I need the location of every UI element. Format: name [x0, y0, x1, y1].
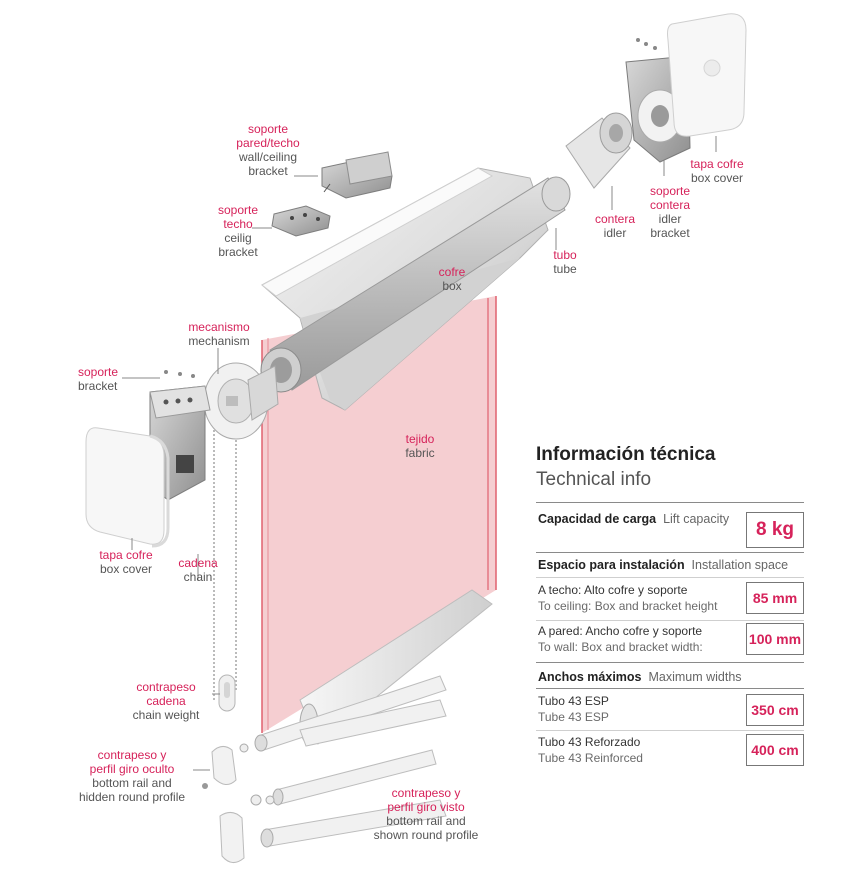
- label-chain-weight: contrapeso cadena chain weight: [132, 680, 200, 722]
- divider: [536, 552, 804, 553]
- divider: [536, 502, 804, 503]
- widths-label: Anchos máximos Maximum widths: [538, 670, 742, 684]
- leader-lines: [122, 136, 717, 771]
- ceiling-value: 85 mm: [746, 582, 804, 614]
- label-hidden-profile: contrapeso y perfil giro oculto bottom r…: [78, 748, 186, 804]
- mechanism: [203, 362, 279, 440]
- divider: [536, 730, 804, 731]
- capacity-label: Capacidad de carga Lift capacity: [538, 512, 730, 526]
- label-box: cofre box: [438, 265, 466, 293]
- label-idler: contera idler: [594, 212, 636, 240]
- ceiling-bracket: [271, 205, 331, 237]
- label-left-box-cover: tapa cofre box cover: [99, 548, 153, 576]
- wall-es: A pared: Ancho cofre y soporte: [538, 624, 703, 638]
- divider: [536, 577, 804, 578]
- chain: [213, 430, 237, 700]
- wall-ceiling-bracket: [321, 151, 393, 199]
- divider: [536, 688, 804, 689]
- divider: [536, 620, 804, 621]
- divider: [536, 662, 804, 663]
- tech-title-es: Información técnica: [536, 444, 716, 465]
- label-tube: tubo tube: [553, 248, 577, 276]
- tube1-value: 350 cm: [746, 694, 804, 726]
- left-box-cover: [85, 427, 170, 548]
- label-right-box-cover: tapa cofre box cover: [690, 157, 744, 185]
- tube2-en: Tube 43 Reinforced: [538, 751, 643, 765]
- label-wall-ceiling-bracket: soporte pared/techo wall/ceiling bracket: [236, 122, 300, 178]
- tube2-es: Tubo 43 Reforzado: [538, 735, 641, 749]
- chain-weight: [218, 674, 236, 712]
- label-ceiling-bracket: soporte techo ceilig bracket: [217, 203, 259, 259]
- round-profile-shown: [260, 699, 447, 848]
- label-shown-profile: contrapeso y perfil giro visto bottom ra…: [373, 786, 479, 842]
- ceiling-es: A techo: Alto cofre y soporte: [538, 583, 688, 597]
- ceiling-en: To ceiling: Box and bracket height: [538, 599, 718, 613]
- label-fabric: tejido fabric: [405, 432, 435, 460]
- tech-title-en: Technical info: [536, 469, 652, 490]
- label-mechanism: mecanismo mechanism: [188, 320, 250, 348]
- idler: [565, 112, 633, 189]
- tube2-value: 400 cm: [746, 734, 804, 766]
- capacity-value: 8 kg: [746, 512, 804, 548]
- right-box-cover: [667, 13, 747, 137]
- wall-value: 100 mm: [746, 623, 804, 655]
- wall-en: To wall: Box and bracket width:: [538, 640, 703, 654]
- label-chain: cadena chain: [178, 556, 218, 584]
- technical-info-panel: Información técnica Technical info Capac…: [536, 442, 804, 766]
- tube1-es: Tubo 43 ESP: [538, 694, 609, 708]
- end-caps: [202, 743, 275, 863]
- tube1-en: Tube 43 ESP: [538, 710, 609, 724]
- space-label: Espacio para instalación Installation sp…: [538, 558, 789, 572]
- label-left-bracket: soporte bracket: [78, 365, 119, 393]
- label-idler-bracket: soporte contera idler bracket: [649, 184, 691, 240]
